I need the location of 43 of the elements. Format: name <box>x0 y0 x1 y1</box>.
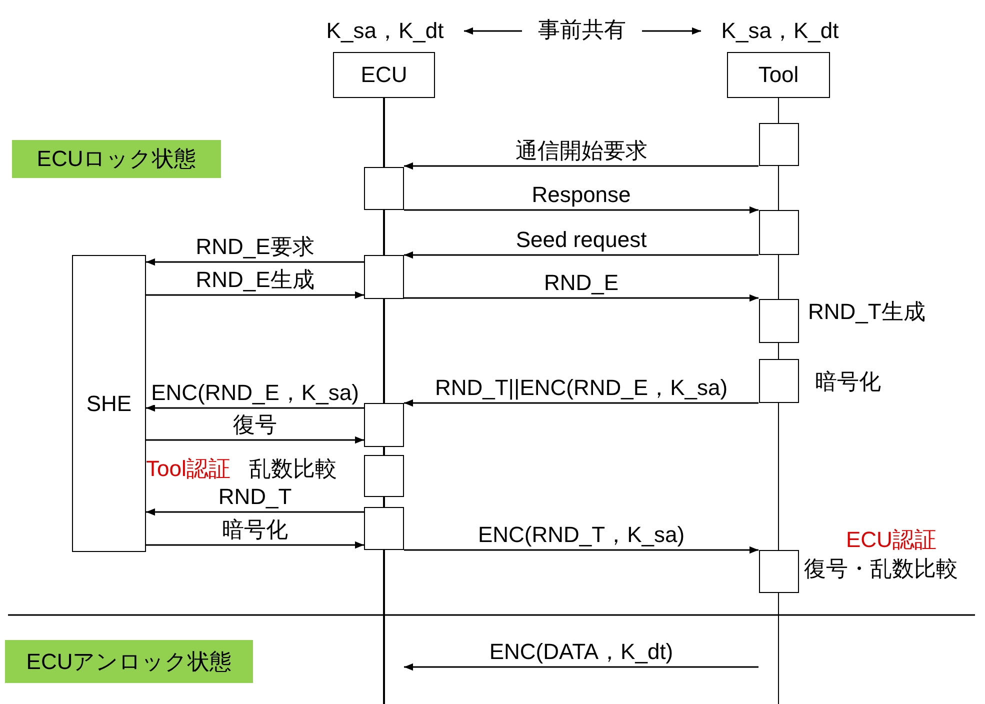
text-label: K_sa，K_dt <box>705 16 855 46</box>
activation-box <box>758 210 798 255</box>
message-arrow <box>642 27 701 35</box>
annotation-text: RND_T生成 <box>808 300 926 324</box>
activation-box <box>364 255 404 299</box>
annotation-text: 暗号化 <box>815 370 881 394</box>
message-arrow <box>146 436 364 444</box>
message-arrow <box>404 206 758 214</box>
message-arrow <box>404 546 758 554</box>
participant-box: ECU <box>333 52 435 98</box>
participant-box: Tool <box>727 52 830 98</box>
edge-label: 暗号化 <box>220 518 290 542</box>
module-box: SHE <box>72 255 146 552</box>
message-arrow <box>404 162 758 170</box>
message-arrow <box>404 251 758 259</box>
annotation-text: ECU認証 <box>846 528 936 552</box>
text-label: K_sa，K_dt <box>310 16 460 46</box>
activation-box <box>364 167 404 210</box>
activation-box <box>758 299 798 343</box>
message-arrow <box>146 258 364 266</box>
annotation-text: Tool認証 <box>146 457 230 481</box>
activation-box <box>364 403 404 447</box>
activation-box <box>364 455 404 497</box>
edge-label: 通信開始要求 <box>513 139 650 163</box>
message-arrow <box>404 294 758 302</box>
activation-box <box>758 359 798 403</box>
state-band: ECUロック状態 <box>12 140 221 178</box>
annotation-text: 乱数比較 <box>249 457 337 481</box>
activation-box <box>758 550 798 593</box>
message-arrow <box>404 399 758 407</box>
text-label: 事前共有 <box>526 14 638 46</box>
message-arrow <box>146 291 364 299</box>
message-arrow <box>146 508 364 516</box>
edge-label: 復号 <box>231 413 279 437</box>
message-arrow <box>404 663 758 671</box>
message-arrow <box>464 27 522 35</box>
annotation-text: 復号・乱数比較 <box>804 557 958 581</box>
activation-box <box>364 507 404 550</box>
message-arrow <box>146 404 364 412</box>
activation-box <box>758 123 798 166</box>
state-band: ECUアンロック状態 <box>5 640 253 683</box>
edge-label: Seed request <box>514 228 649 252</box>
message-arrow <box>146 541 364 549</box>
